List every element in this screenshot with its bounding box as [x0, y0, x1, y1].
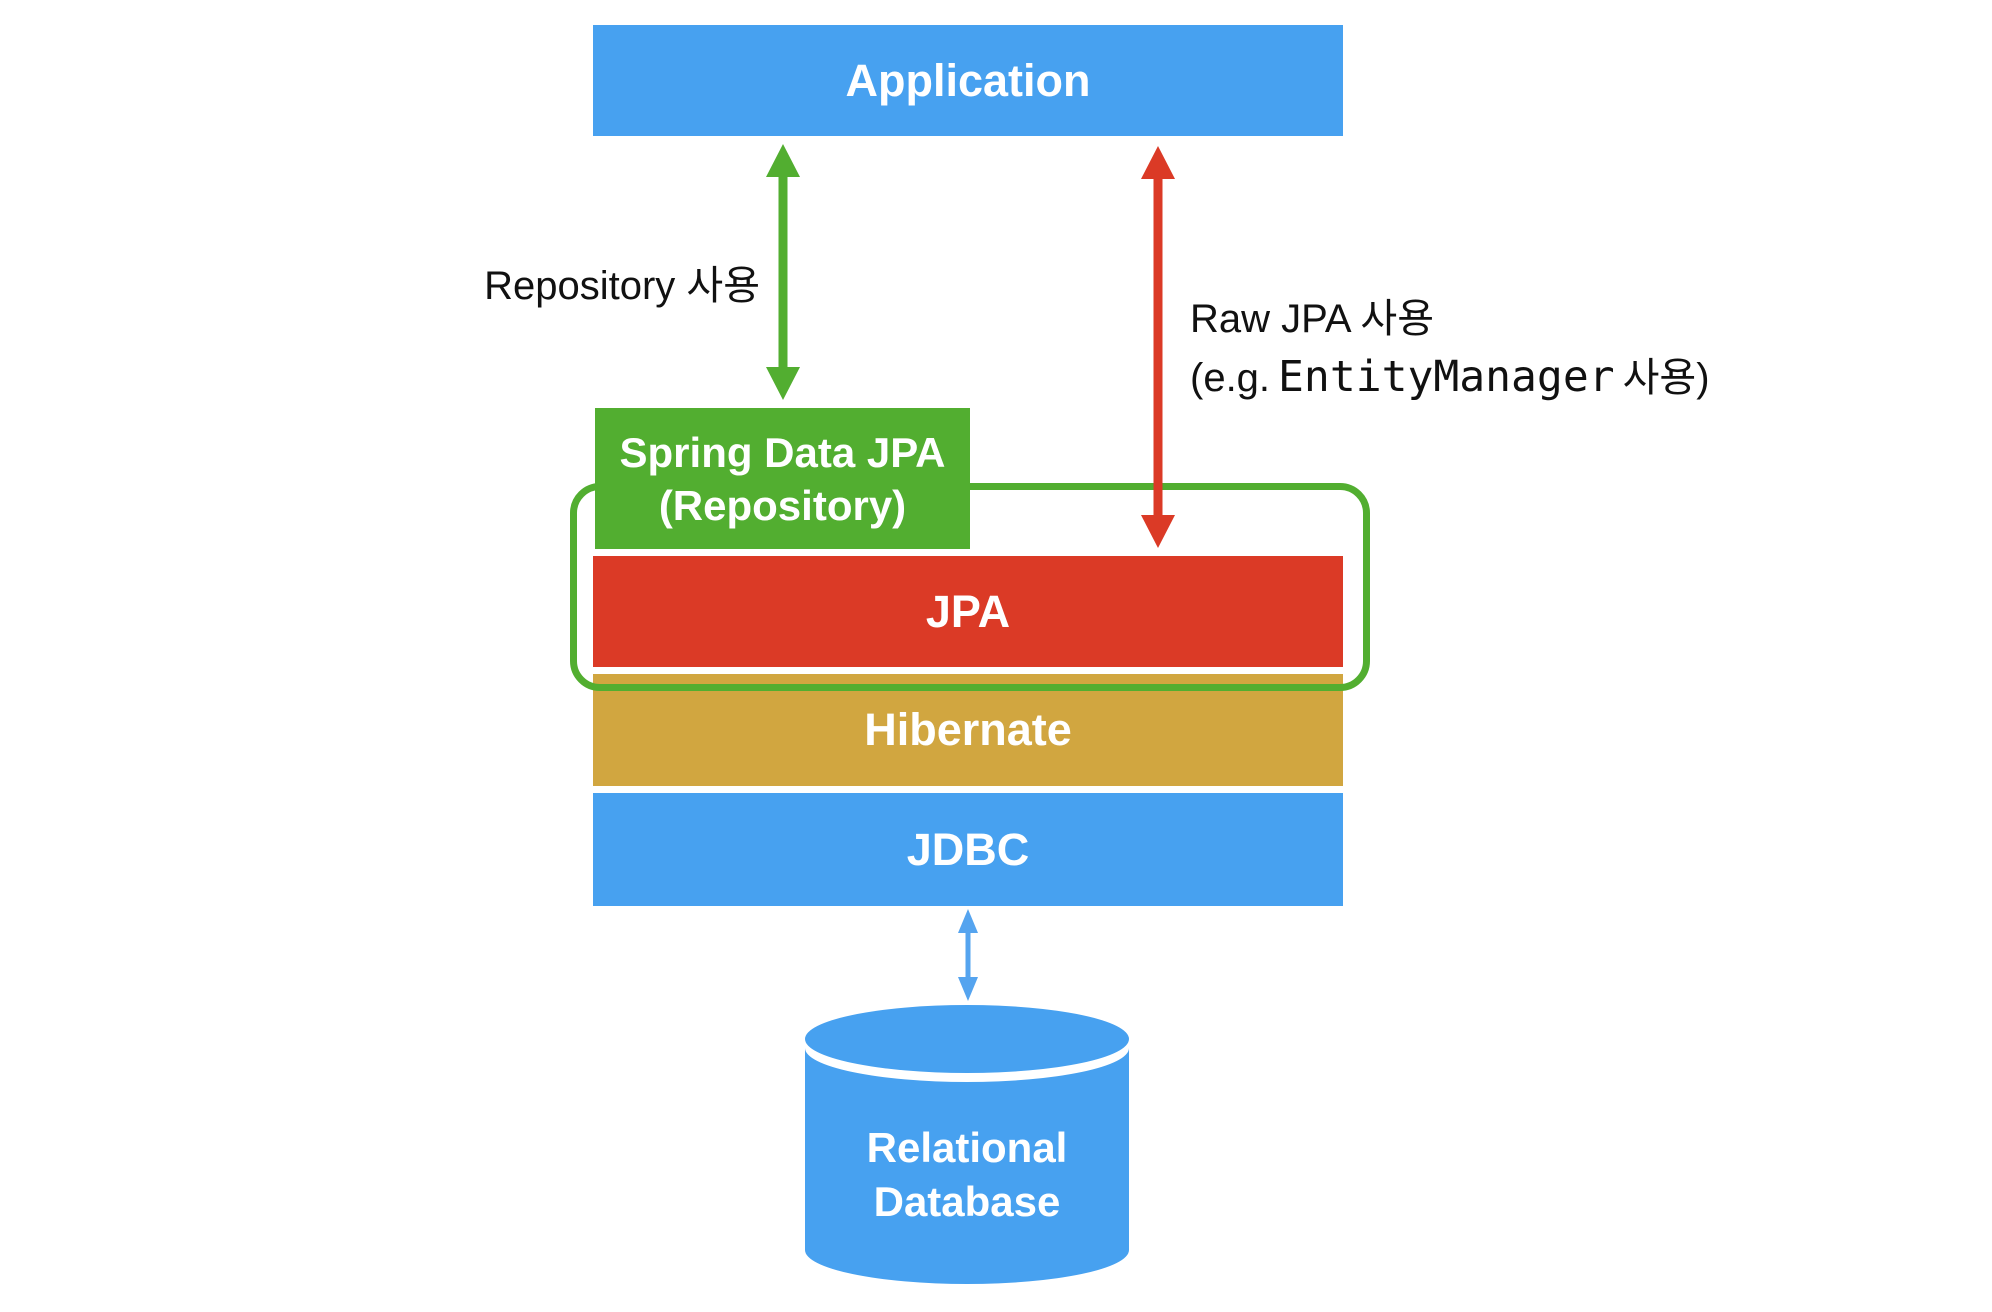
database-label-line1: Relational: [866, 1124, 1068, 1171]
raw-jpa-usage-line2-prefix: (e.g.: [1190, 356, 1271, 400]
raw-jpa-usage-line2-suffix: 사용): [1622, 356, 1710, 400]
jdbc-label: JDBC: [906, 823, 1030, 875]
jdbc-box: JDBC: [593, 793, 1343, 906]
raw-jpa-bidirectional-arrow-icon: [1141, 146, 1175, 548]
hibernate-box: Hibernate: [593, 674, 1343, 786]
database-label-line2: Database: [873, 1178, 1061, 1225]
database-cylinder-icon: [805, 1005, 1129, 1284]
raw-jpa-usage-line1: Raw JPA 사용: [1190, 297, 1435, 341]
database-label: Relational Database: [800, 1121, 1134, 1229]
spring-data-jpa-label-line2: (Repository): [658, 481, 907, 529]
jpa-box: JPA: [593, 556, 1343, 667]
application-box: Application: [593, 25, 1343, 136]
spring-data-jpa-wraps-jpa-outline: [570, 483, 1370, 691]
application-label: Application: [845, 54, 1091, 106]
database-cylinder-lid: [805, 1005, 1129, 1073]
spring-data-jpa-label-line1: Spring Data JPA: [619, 428, 946, 476]
entitymanager-code-text: EntityManager: [1278, 352, 1615, 402]
jpa-label: JPA: [925, 585, 1011, 637]
database-cylinder-body: [805, 1048, 1129, 1284]
hibernate-label: Hibernate: [864, 704, 1072, 755]
repository-usage-label: Repository 사용: [484, 264, 760, 308]
spring-data-jpa-box: Spring Data JPA (Repository): [595, 408, 970, 549]
repository-bidirectional-arrow-icon: [766, 144, 800, 400]
jdbc-database-bidirectional-arrow-icon: [958, 909, 978, 1001]
